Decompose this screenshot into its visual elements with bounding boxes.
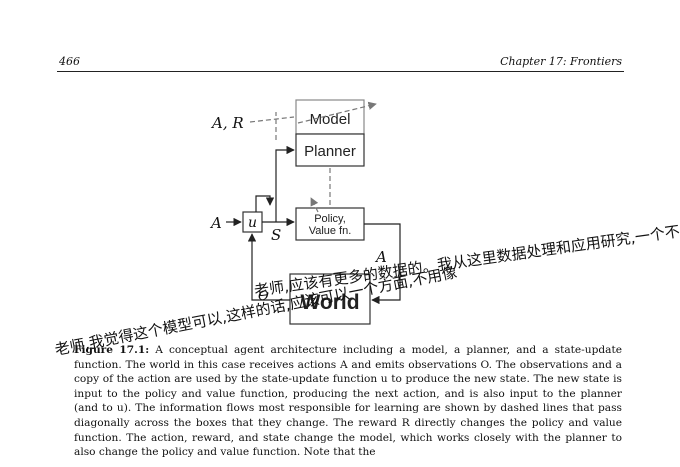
state-label: S xyxy=(271,226,281,244)
model-box xyxy=(295,99,365,135)
caption-text: A conceptual agent architecture includin… xyxy=(74,344,622,459)
policy-label-line1: Policy, xyxy=(314,213,346,225)
page-number: 466 xyxy=(59,55,80,68)
planner-label: Planner xyxy=(304,143,356,160)
action-input-label: A xyxy=(209,214,222,232)
chapter-title: Chapter 17: Frontiers xyxy=(500,55,622,68)
policy-box xyxy=(295,207,365,241)
figure-caption: Figure 17.1: A conceptual agent architec… xyxy=(74,343,622,460)
action-reward-dashed-line xyxy=(249,116,295,123)
world-to-u-arrow xyxy=(247,233,290,301)
world-label: World xyxy=(300,291,359,314)
policy-change-dashed-arrow xyxy=(310,197,319,213)
caption-label: Figure 17.1: xyxy=(74,344,150,356)
u-feedback-arrow xyxy=(255,195,275,212)
policy-label-line2: Value fn. xyxy=(309,225,352,237)
observation-label: O xyxy=(258,289,269,304)
planner-box xyxy=(295,133,365,167)
action-output-label: A xyxy=(374,248,387,266)
model-label: Model xyxy=(310,111,351,128)
state-to-planner-arrow xyxy=(275,145,295,222)
model-change-dashed-arrow xyxy=(297,101,377,124)
update-label: u xyxy=(248,215,257,231)
header-rule xyxy=(57,71,624,72)
world-box xyxy=(289,273,371,325)
action-reward-label: A, R xyxy=(210,114,244,132)
action-to-world-arrow xyxy=(364,223,401,305)
